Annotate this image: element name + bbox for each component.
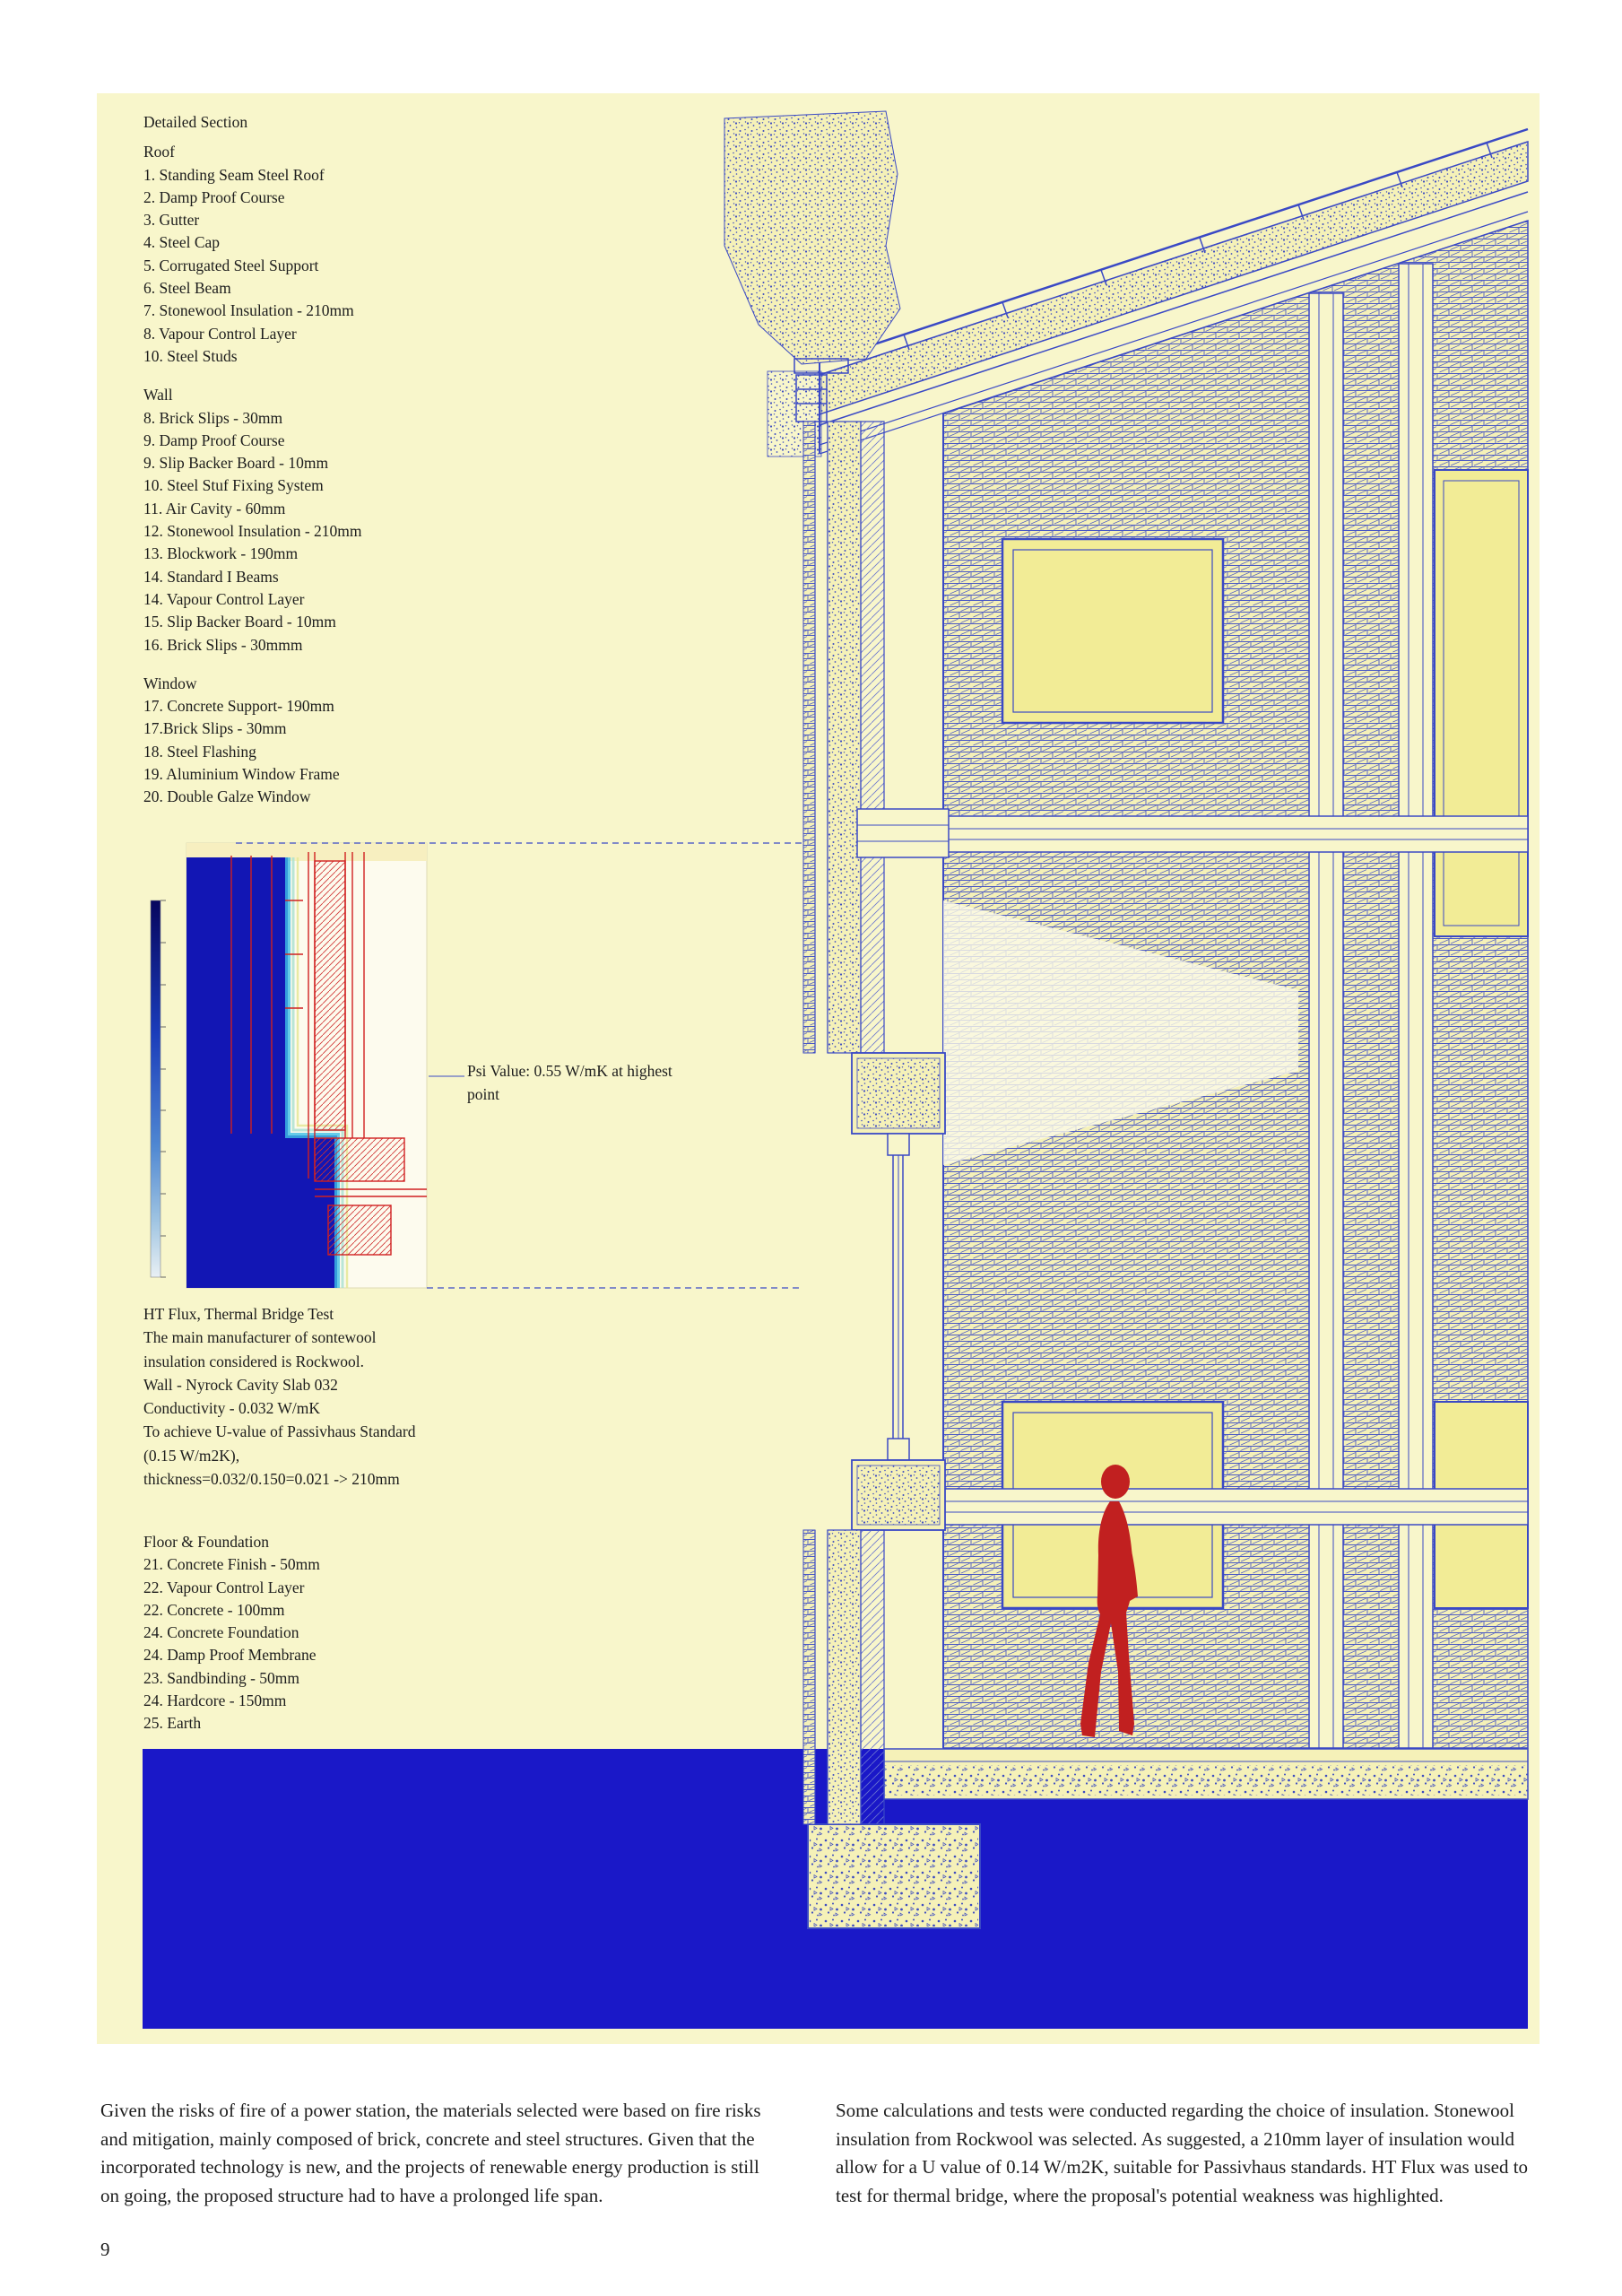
legend-item: 7. Stonewool Insulation - 210mm bbox=[143, 301, 354, 320]
legend-roof-title: Roof bbox=[143, 143, 175, 161]
legend-roof: Roof 1. Standing Seam Steel Roof 2. Damp … bbox=[143, 141, 430, 368]
legend-item: 23. Sandbinding - 50mm bbox=[143, 1668, 300, 1687]
legend-item: 12. Stonewool Insulation - 210mm bbox=[143, 522, 362, 541]
legend-item: 1. Standing Seam Steel Roof bbox=[143, 165, 325, 184]
window-right-upper bbox=[1434, 469, 1529, 937]
floor1-bearing bbox=[856, 808, 950, 858]
legend-item: 14. Vapour Control Layer bbox=[143, 589, 305, 608]
body-paragraph-left: Given the risks of fire of a power stati… bbox=[100, 2100, 761, 2206]
legend-item: 20. Double Galze Window bbox=[143, 787, 311, 806]
window-sill bbox=[851, 1459, 946, 1531]
gutter-detail bbox=[794, 358, 849, 422]
legend-item: 15. Slip Backer Board - 10mm bbox=[143, 613, 336, 631]
legend-item: 3. Gutter bbox=[143, 211, 200, 230]
legend-item: 13. Blockwork - 190mm bbox=[143, 544, 299, 563]
floor-slabs bbox=[883, 815, 1529, 1526]
legend-item: 10. Steel Stuf Fixing System bbox=[143, 476, 324, 495]
legend-item: 22. Concrete - 100mm bbox=[143, 1600, 285, 1619]
legend-item: 6. Steel Beam bbox=[143, 279, 231, 298]
window-glazing bbox=[887, 1133, 910, 1461]
roof-seam-ticks bbox=[903, 142, 1493, 351]
legend-item: 24. Hardcore - 150mm bbox=[143, 1692, 287, 1710]
legend-wall: Wall 8. Brick Slips - 30mm 9. Damp Proof … bbox=[143, 384, 430, 657]
wall-assembly-lower bbox=[802, 1529, 885, 1825]
foundation bbox=[807, 1823, 981, 1929]
legend-item: 21. Concrete Finish - 50mm bbox=[143, 1555, 320, 1574]
light-swath bbox=[943, 900, 1298, 1165]
projection-lines bbox=[236, 842, 803, 1289]
legend-item: 8. Brick Slips - 30mm bbox=[143, 408, 283, 427]
legend-item: 10. Steel Studs bbox=[143, 346, 238, 365]
legend-item: 24. Concrete Foundation bbox=[143, 1623, 299, 1642]
section-drawing bbox=[143, 110, 1529, 2029]
legend-title: Detailed Section bbox=[143, 113, 248, 131]
legend-item: 14. Standard I Beams bbox=[143, 567, 279, 586]
eaves-insulation bbox=[724, 110, 901, 457]
window-upper bbox=[1001, 537, 1225, 725]
page-number: 9 bbox=[100, 2239, 110, 2260]
floor-buildup bbox=[883, 1748, 1529, 1800]
legend-floor-title: Floor & Foundation bbox=[143, 1533, 270, 1551]
thermal-cold-region bbox=[186, 857, 337, 1288]
wall-assembly-upper bbox=[802, 421, 885, 1054]
legend-wall-items: 8. Brick Slips - 30mm 9. Damp Proof Cours… bbox=[143, 407, 430, 657]
thermal-colorbar bbox=[150, 900, 161, 1278]
thermal-red-overlay bbox=[230, 852, 427, 1256]
legend-roof-items: 1. Standing Seam Steel Roof 2. Damp Proof… bbox=[143, 164, 430, 369]
legend-item: 17. Concrete Support- 190mm bbox=[143, 697, 334, 716]
legend-item: 11. Air Cavity - 60mm bbox=[143, 499, 286, 517]
legend-floor: Floor & Foundation 21. Concrete Finish -… bbox=[143, 1531, 430, 1735]
legend-item: 25. Earth bbox=[143, 1714, 202, 1733]
thermal-note: HT Flux, Thermal Bridge Test The main ma… bbox=[143, 1305, 416, 1489]
drawing-panel: Detailed Section Roof 1. Standing Seam S… bbox=[97, 93, 1540, 2044]
human-figure bbox=[1080, 1465, 1138, 1737]
window-openings bbox=[1001, 469, 1529, 1610]
legend-item: 9. Damp Proof Course bbox=[143, 430, 285, 449]
legend-window: Window 17. Concrete Support- 190mm 17.Bri… bbox=[143, 673, 430, 809]
legend-item: 19. Aluminium Window Frame bbox=[143, 765, 340, 784]
legend-item: 22. Vapour Control Layer bbox=[143, 1578, 305, 1596]
window-lintel bbox=[851, 1052, 946, 1135]
legend-item: 4. Steel Cap bbox=[143, 233, 221, 252]
legend-floor-items: 21. Concrete Finish - 50mm 22. Vapour Con… bbox=[143, 1553, 430, 1735]
legend-item: 2. Damp Proof Course bbox=[143, 187, 285, 206]
legend-window-items: 17. Concrete Support- 190mm 17.Brick Slip… bbox=[143, 695, 430, 808]
psi-value-callout: Psi Value: 0.55 W/mK at highest point bbox=[467, 1062, 672, 1103]
legend: Detailed Section Roof 1. Standing Seam S… bbox=[143, 111, 430, 809]
thermal-colorbar-ticks bbox=[160, 900, 166, 1278]
legend-item: 9. Slip Backer Board - 10mm bbox=[143, 454, 329, 473]
legend-item: 17.Brick Slips - 30mm bbox=[143, 719, 287, 738]
legend-item: 8. Vapour Control Layer bbox=[143, 324, 297, 343]
roof-assembly bbox=[819, 127, 1529, 455]
legend-item: 5. Corrugated Steel Support bbox=[143, 256, 319, 274]
legend-item: 18. Steel Flashing bbox=[143, 742, 256, 761]
legend-wall-title: Wall bbox=[143, 386, 173, 404]
legend-item: 24. Damp Proof Membrane bbox=[143, 1646, 317, 1665]
legend-item: 16. Brick Slips - 30mmm bbox=[143, 635, 303, 654]
thermal-image bbox=[150, 842, 428, 1289]
body-paragraph-right: Some calculations and tests were conduct… bbox=[836, 2100, 1529, 2206]
legend-window-title: Window bbox=[143, 674, 197, 692]
